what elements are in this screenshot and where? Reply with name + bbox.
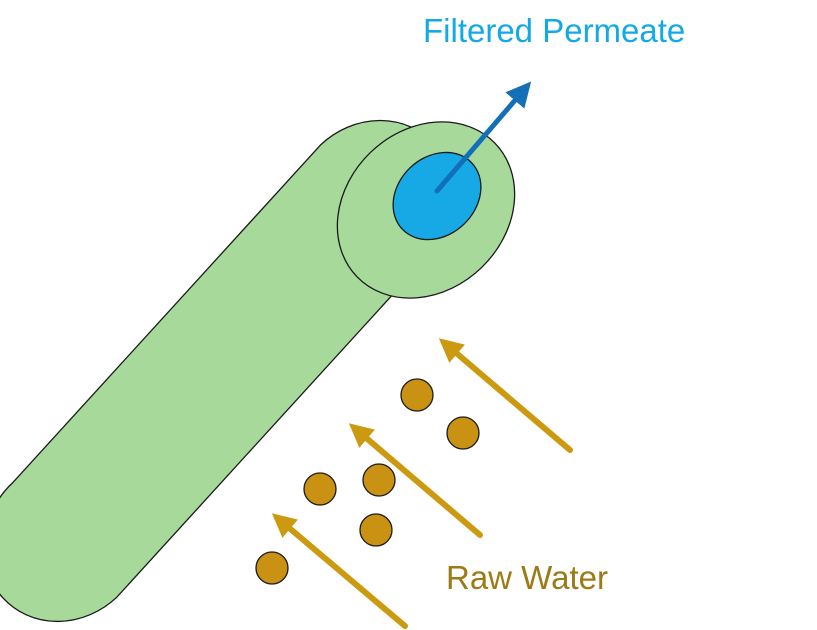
particle-icon	[256, 552, 288, 584]
particles	[256, 379, 479, 584]
raw-water-label: Raw Water	[446, 561, 608, 594]
particle-icon	[304, 473, 336, 505]
particle-icon	[401, 379, 433, 411]
particle-icon	[360, 514, 392, 546]
particle-icon	[363, 464, 395, 496]
membrane-fiber	[0, 86, 551, 622]
filtered-permeate-label: Filtered Permeate	[423, 14, 685, 47]
particle-icon	[447, 417, 479, 449]
